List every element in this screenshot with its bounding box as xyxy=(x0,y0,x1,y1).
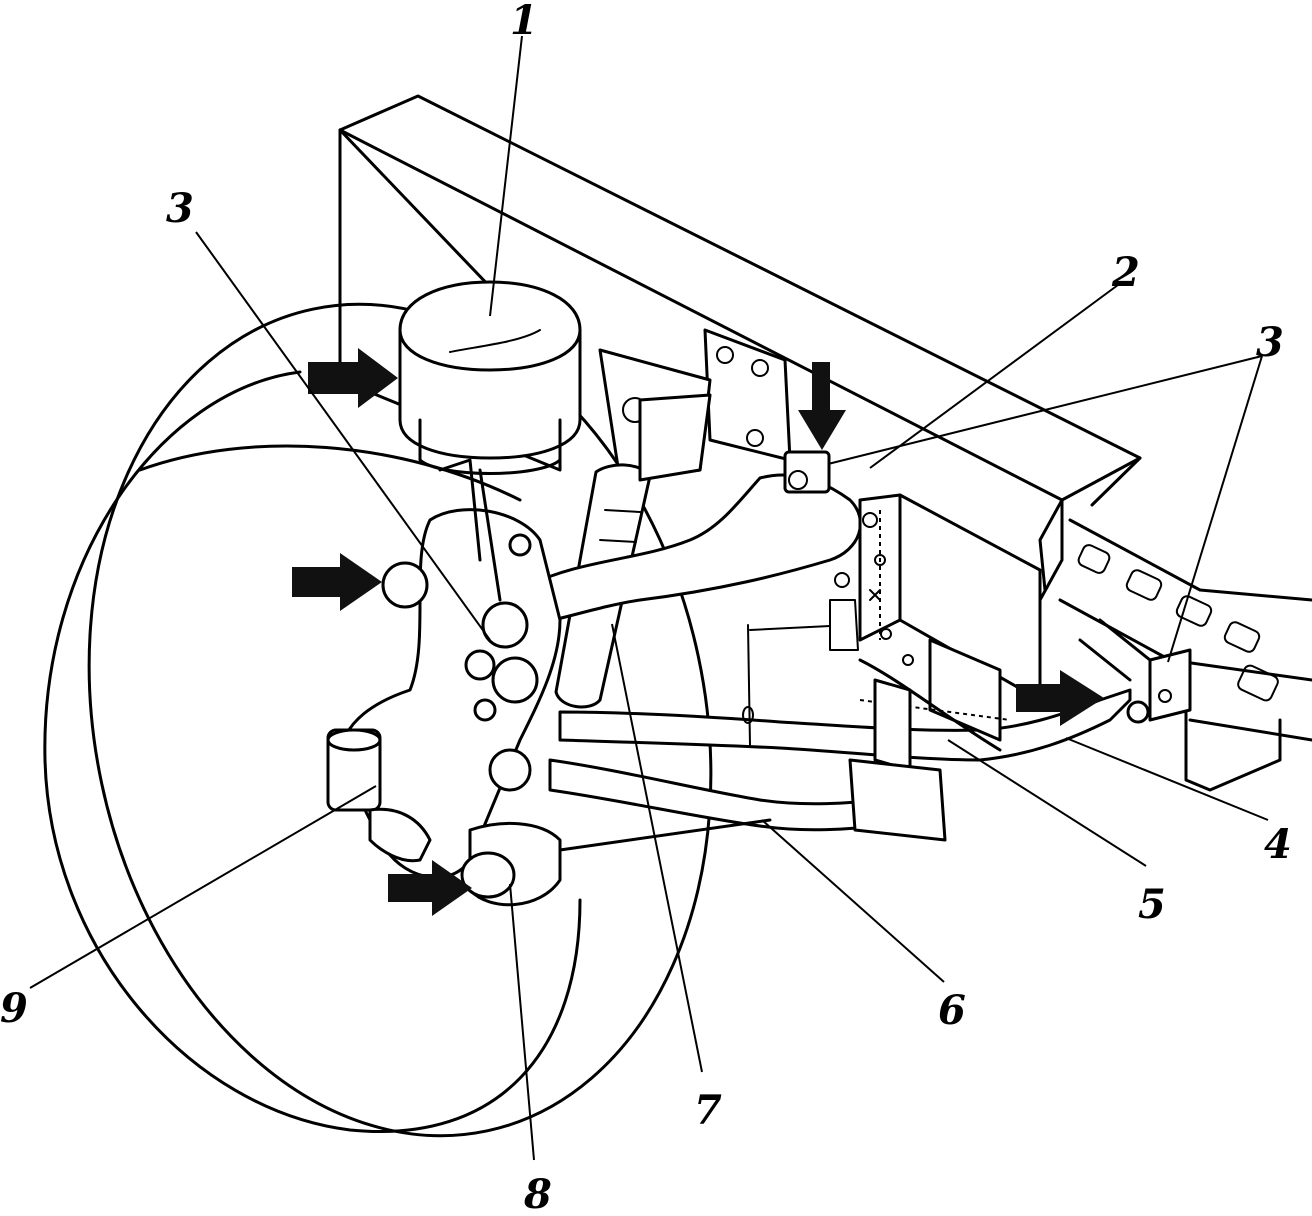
callout-9: 9 xyxy=(0,985,28,1032)
callout-7: 7 xyxy=(694,1087,722,1134)
callout-4: 4 xyxy=(1264,821,1292,868)
callout-3-right: 3 xyxy=(1256,319,1284,366)
callout-3-left: 3 xyxy=(166,185,194,232)
force-arrow-bottom-left xyxy=(388,860,472,916)
stabilizer-bracket xyxy=(829,493,1042,742)
callout-5: 5 xyxy=(1138,881,1166,928)
leader-lines xyxy=(29,35,1269,1161)
stabilizer-link xyxy=(742,624,1002,842)
tie-rod xyxy=(548,758,900,852)
force-arrow-top-left xyxy=(308,348,398,408)
callout-8: 8 xyxy=(523,1171,552,1216)
callout-2: 2 xyxy=(1111,249,1140,296)
callout-1: 1 xyxy=(510,0,538,44)
rear-bushing-bracket xyxy=(1078,618,1192,722)
force-arrows xyxy=(292,348,1104,916)
lower-arm-front xyxy=(368,807,562,907)
force-arrow-mid-left xyxy=(292,553,382,611)
force-arrow-down xyxy=(798,362,846,450)
callout-6: 6 xyxy=(938,987,966,1034)
wheel xyxy=(43,302,713,1138)
force-arrow-right xyxy=(1016,670,1104,726)
knuckle xyxy=(326,458,562,879)
air-spring xyxy=(398,280,582,475)
